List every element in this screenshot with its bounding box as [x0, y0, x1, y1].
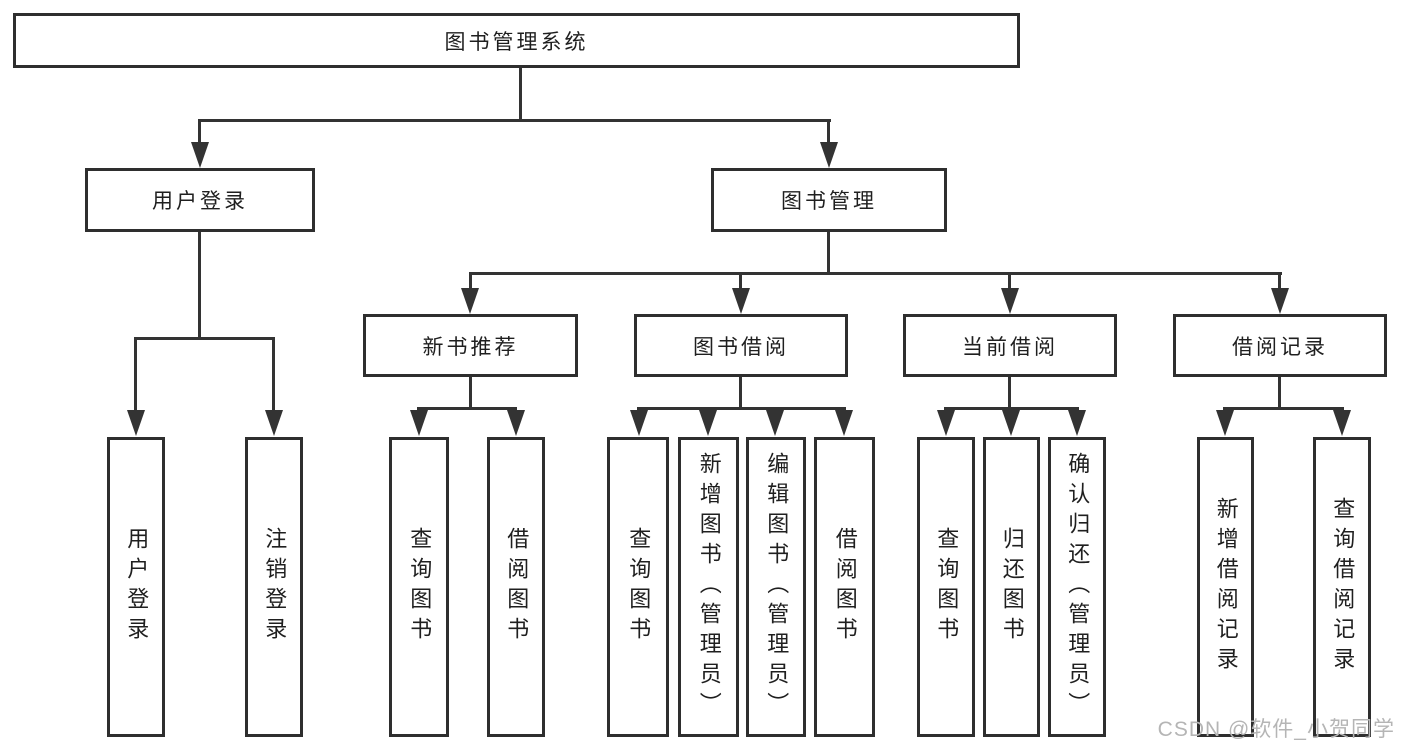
leaf-add-books-admin: 新增图书（管理员） — [678, 437, 739, 737]
arrowhead-down-icon — [1271, 288, 1289, 314]
connector-user-login-shaft — [198, 119, 201, 143]
node-label: 新增借阅记录 — [1213, 497, 1239, 677]
connector-shaft — [1008, 272, 1011, 288]
node-label: 借阅图书 — [832, 527, 858, 647]
connector-book-mgmt-branch — [469, 272, 1282, 275]
arrowhead-down-icon — [820, 142, 838, 168]
node-current-borrowing: 当前借阅 — [903, 314, 1117, 377]
node-label: 图书管理 — [781, 190, 877, 213]
connector-book-mgmt-shaft — [827, 119, 830, 143]
node-label: 图书管理系统 — [444, 30, 589, 54]
arrowhead-down-icon — [1068, 410, 1086, 436]
node-label: 新书推荐 — [422, 335, 519, 359]
node-label: 编辑图书（管理员） — [764, 452, 790, 722]
arrowhead-down-icon — [191, 142, 209, 168]
connector-stem — [1008, 377, 1011, 407]
node-label: 查询图书 — [934, 527, 960, 647]
arrowhead-down-icon — [630, 410, 648, 436]
csdn-watermark: CSDN @软件_小贺同学 — [1157, 718, 1395, 741]
leaf-borrow-books: 借阅图书 — [814, 437, 875, 737]
connector-shaft — [739, 272, 742, 288]
connector-stem — [739, 377, 742, 407]
arrowhead-down-icon — [410, 410, 428, 436]
node-book-management: 图书管理 — [711, 168, 947, 232]
arrowhead-down-icon — [461, 288, 479, 314]
connector-shaft — [1278, 272, 1281, 288]
connector-user-login-stem — [198, 232, 201, 337]
connector-stem — [469, 377, 472, 407]
arrowhead-down-icon — [732, 288, 750, 314]
leaf-confirm-return-admin: 确认归还（管理员） — [1048, 437, 1106, 737]
leaf-edit-books-admin: 编辑图书（管理员） — [746, 437, 806, 737]
connector-shaft — [469, 272, 472, 288]
arrowhead-down-icon — [835, 410, 853, 436]
node-label: 当前借阅 — [962, 335, 1058, 359]
node-label: 图书借阅 — [693, 335, 789, 359]
node-label: 新增图书（管理员） — [696, 452, 722, 722]
node-label: 注销登录 — [262, 527, 288, 647]
node-borrowing-records: 借阅记录 — [1173, 314, 1387, 377]
connector-stem — [1278, 377, 1281, 407]
connector-book-mgmt-stem — [827, 232, 830, 272]
leaf-return-books: 归还图书 — [983, 437, 1040, 737]
node-label: 借阅图书 — [504, 527, 530, 647]
leaf-query-books-current: 查询图书 — [917, 437, 975, 737]
arrowhead-down-icon — [1001, 288, 1019, 314]
arrowhead-down-icon — [937, 410, 955, 436]
leaf-query-books-recommend: 查询图书 — [389, 437, 449, 737]
arrowhead-down-icon — [127, 410, 145, 436]
connector-branch — [1223, 407, 1344, 410]
node-label: 查询图书 — [407, 527, 433, 647]
connector-root-branch — [198, 119, 831, 122]
node-root-library-system: 图书管理系统 — [13, 13, 1020, 68]
leaf-query-books-borrowing: 查询图书 — [607, 437, 669, 737]
node-label: 借阅记录 — [1232, 335, 1328, 359]
node-label: 确认归还（管理员） — [1065, 452, 1091, 722]
connector-branch — [637, 407, 846, 410]
node-user-login: 用户登录 — [85, 168, 315, 232]
arrowhead-down-icon — [507, 410, 525, 436]
leaf-query-borrow-record: 查询借阅记录 — [1313, 437, 1371, 737]
node-label: 归还图书 — [999, 527, 1025, 647]
connector-root-stem — [519, 68, 522, 119]
arrowhead-down-icon — [1333, 410, 1351, 436]
arrowhead-down-icon — [1216, 410, 1234, 436]
connector-branch — [417, 407, 517, 410]
arrowhead-down-icon — [766, 410, 784, 436]
leaf-add-borrow-record: 新增借阅记录 — [1197, 437, 1254, 737]
node-label: 查询借阅记录 — [1330, 497, 1356, 677]
node-book-borrowing: 图书借阅 — [634, 314, 848, 377]
arrowhead-down-icon — [265, 410, 283, 436]
connector-leaf-shaft — [134, 337, 137, 410]
connector-branch — [944, 407, 1079, 410]
node-label: 用户登录 — [152, 190, 248, 213]
leaf-user-login: 用户登录 — [107, 437, 165, 737]
connector-user-login-branch — [134, 337, 275, 340]
leaf-borrow-books-recommend: 借阅图书 — [487, 437, 545, 737]
arrowhead-down-icon — [1002, 410, 1020, 436]
node-new-book-recommend: 新书推荐 — [363, 314, 578, 377]
arrowhead-down-icon — [699, 410, 717, 436]
node-label: 查询图书 — [626, 527, 652, 647]
node-label: 用户登录 — [124, 527, 150, 647]
connector-leaf-shaft — [272, 337, 275, 410]
leaf-logout: 注销登录 — [245, 437, 303, 737]
